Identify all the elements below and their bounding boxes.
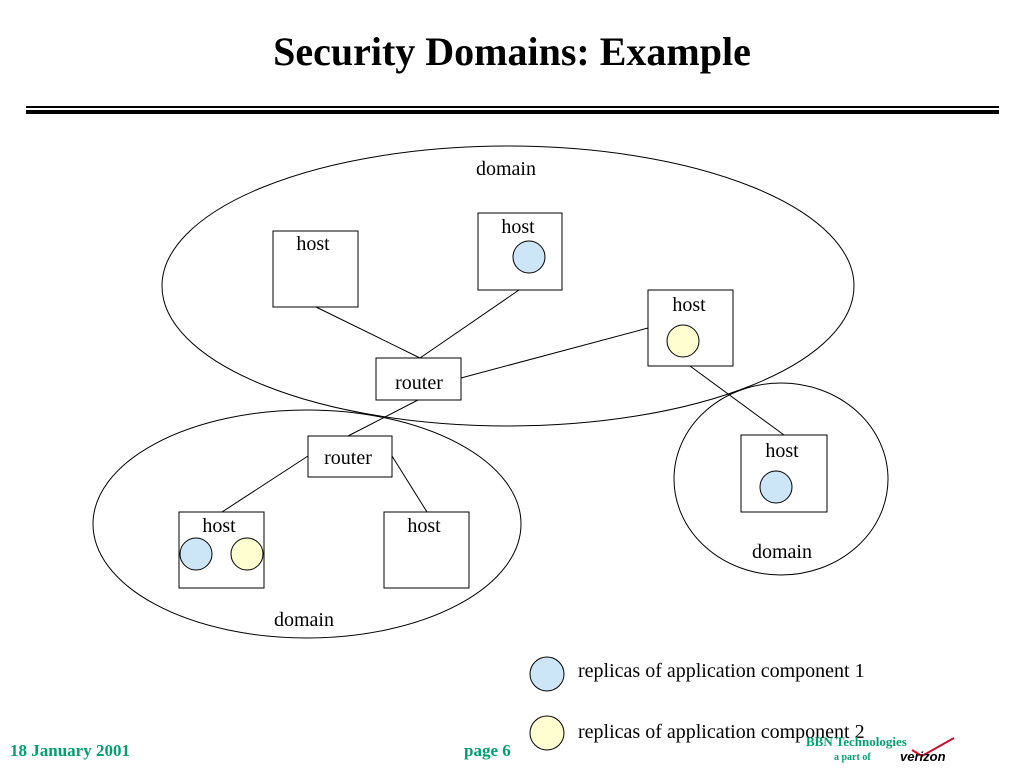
legend-swatch-component-2 — [529, 715, 565, 751]
footer-page-number: page 6 — [464, 741, 511, 760]
logo-subtitle: a part of — [834, 752, 871, 763]
host-box: host — [178, 511, 265, 589]
host-label: host — [407, 515, 441, 537]
title-rule-thin — [26, 106, 999, 108]
replica-component-1 — [512, 240, 546, 274]
replica-component-2 — [666, 324, 700, 358]
host-box: host — [477, 212, 563, 291]
replica-component-1 — [179, 537, 213, 571]
host-label: host — [501, 216, 535, 238]
verizon-check-icon — [911, 737, 955, 758]
replica-component-2 — [230, 537, 264, 571]
link-host1-router1 — [315, 306, 421, 359]
host-box: host — [647, 289, 734, 367]
host-box: host — [272, 230, 359, 308]
legend: replicas of application component 1 repl… — [529, 656, 865, 751]
host-box: host — [383, 511, 470, 589]
domain-top-ellipse — [161, 145, 855, 427]
domain-label: domain — [752, 541, 812, 563]
link-host3-host6 — [689, 365, 785, 436]
footer-date: 18 January 2001 — [10, 741, 130, 760]
replica-component-1 — [759, 470, 793, 504]
host-label: host — [296, 233, 330, 255]
domain-label: domain — [274, 609, 334, 631]
logo-brand-name: verizon — [900, 749, 946, 764]
domain-bottom-left-ellipse — [92, 409, 522, 639]
domain-right-ellipse — [673, 382, 889, 576]
link-router2-host5 — [391, 455, 428, 513]
host-label: host — [202, 515, 236, 537]
link-router2-host4 — [221, 455, 309, 513]
router-label: router — [324, 447, 372, 469]
link-router1-router2 — [347, 399, 419, 437]
host-label: host — [672, 294, 706, 316]
host-box: host — [740, 434, 828, 513]
legend-label-component-1: replicas of application component 1 — [578, 660, 865, 682]
domain-label: domain — [476, 158, 536, 180]
link-host3-router1 — [460, 327, 649, 379]
link-host2-router1 — [419, 289, 520, 359]
logo-company-name: BBN Technologies — [806, 734, 907, 749]
host-label: host — [765, 440, 799, 462]
router-box: router — [375, 357, 462, 401]
legend-label-component-2: replicas of application component 2 — [578, 721, 865, 743]
company-logo: BBN Technologies a part of verizon — [800, 732, 960, 768]
legend-swatch-component-1 — [529, 656, 565, 692]
router-label: router — [395, 372, 443, 394]
title-rule-thick — [26, 110, 999, 114]
slide-title: Security Domains: Example — [273, 29, 751, 74]
router-box: router — [307, 435, 393, 478]
